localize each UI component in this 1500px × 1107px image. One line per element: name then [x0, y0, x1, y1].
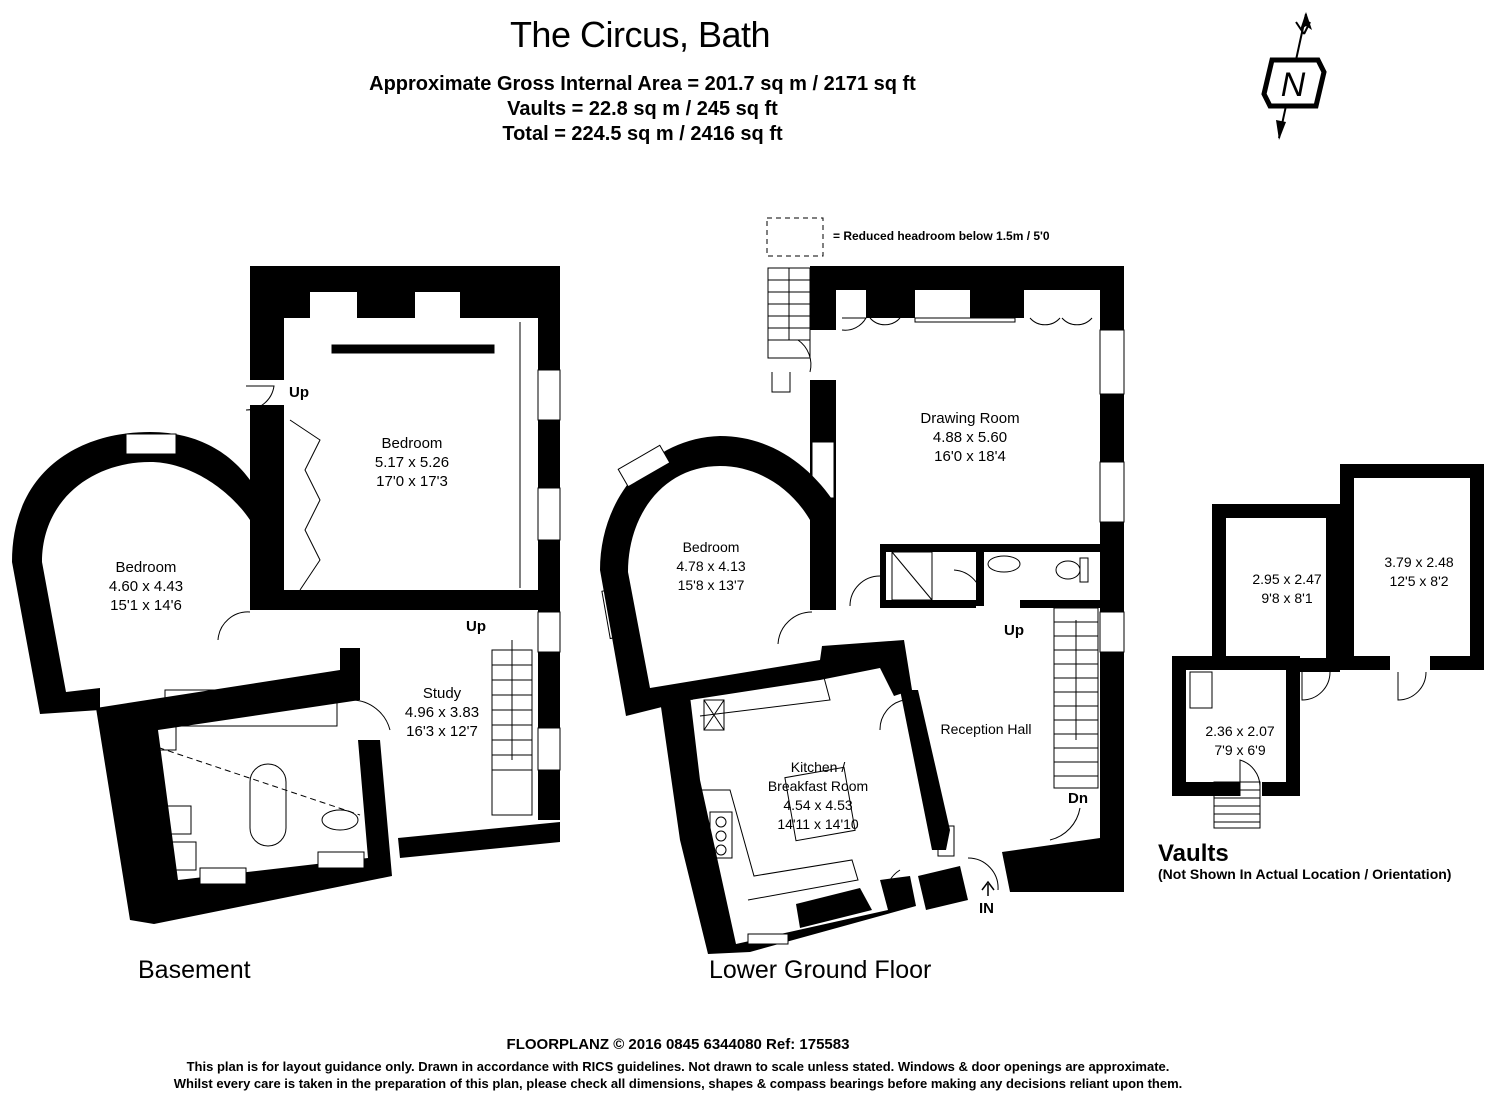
vault-a-label: 2.95 x 2.47 9'8 x 8'1	[1252, 570, 1321, 608]
vaults-subtitle: (Not Shown In Actual Location / Orientat…	[1158, 866, 1452, 882]
room-imperial: 9'8 x 8'1	[1261, 590, 1313, 606]
footer-disclaimer-2: Whilst every care is taken in the prepar…	[173, 1076, 1183, 1091]
area-summary: Approximate Gross Internal Area = 201.7 …	[0, 72, 1285, 147]
room-metric: 2.36 x 2.07	[1205, 723, 1275, 739]
room-metric: 4.78 x 4.13	[676, 558, 746, 574]
room-metric: 4.54 x 4.53	[783, 797, 853, 813]
room-imperial: 12'5 x 8'2	[1389, 573, 1449, 589]
room-name: Reception Hall	[940, 721, 1032, 737]
vaults-area: Vaults = 22.8 sq m / 245 sq ft	[507, 98, 778, 120]
room-metric: 2.95 x 2.47	[1252, 571, 1322, 587]
reception-hall-label: Reception Hall	[940, 720, 1031, 739]
drawing-room-label: Drawing Room 4.88 x 5.60 16'0 x 18'4	[920, 409, 1019, 466]
basement-bedroom-round-label: Bedroom 4.60 x 4.43 15'1 x 14'6	[109, 558, 183, 615]
basement-study-label: Study 4.96 x 3.83 16'3 x 12'7	[405, 684, 479, 741]
room-imperial: 15'1 x 14'6	[110, 597, 182, 614]
room-name: Study	[422, 685, 462, 702]
basement-fittings	[119, 322, 533, 871]
room-imperial: 7'9 x 6'9	[1214, 742, 1266, 758]
room-imperial: 16'0 x 18'4	[934, 448, 1006, 465]
footer-company: FLOORPLANZ © 2016 0845 6344080 Ref: 1755…	[506, 1036, 850, 1053]
room-imperial: 14'11 x 14'10	[777, 816, 859, 832]
total-area: Total = 224.5 sq m / 2416 sq ft	[502, 123, 783, 145]
basement-bedroom-main-label: Bedroom 5.17 x 5.26 17'0 x 17'3	[375, 434, 449, 491]
room-imperial: 17'0 x 17'3	[376, 473, 448, 490]
room-metric: 4.60 x 4.43	[108, 578, 184, 595]
plan-title: The Circus, Bath	[509, 14, 771, 55]
room-metric: 4.88 x 5.60	[932, 429, 1008, 446]
room-imperial: 15'8 x 13'7	[677, 577, 745, 593]
basement-floor-label: Basement	[138, 956, 251, 984]
lower-ground-plan	[600, 266, 1125, 954]
room-name: Bedroom	[115, 559, 177, 576]
room-metric: 4.96 x 3.83	[404, 704, 480, 721]
lower-ground-floor-label: Lower Ground Floor	[709, 956, 932, 984]
lower-ground-bedroom-label: Bedroom 4.78 x 4.13 15'8 x 13'7	[676, 538, 745, 595]
room-name: Bedroom	[682, 539, 740, 555]
vaults-plan	[1172, 464, 1484, 796]
legend-text: = Reduced headroom below 1.5m / 5'0	[833, 229, 1050, 243]
lower-ground-stair-down: Dn	[1068, 790, 1088, 807]
room-name: Drawing Room	[920, 410, 1020, 427]
room-name-1: Kitchen /	[790, 759, 846, 775]
lower-ground-fittings	[601, 267, 1099, 901]
entrance-label: IN	[979, 900, 994, 917]
gross-area: Approximate Gross Internal Area = 201.7 …	[369, 73, 916, 95]
basement-stair-up-1: Up	[289, 384, 309, 401]
compass-letter: N	[1281, 66, 1306, 104]
room-imperial: 16'3 x 12'7	[406, 723, 478, 740]
room-name: Bedroom	[381, 435, 443, 452]
room-metric: 3.79 x 2.48	[1384, 554, 1454, 570]
vaults-title: Vaults	[1158, 840, 1229, 867]
reduced-headroom-legend-box	[766, 217, 824, 257]
vault-c-label: 2.36 x 2.07 7'9 x 6'9	[1205, 722, 1274, 760]
basement-stair-up-2: Up	[466, 618, 486, 635]
room-metric: 5.17 x 5.26	[374, 454, 450, 471]
vaults-fittings	[1173, 671, 1427, 829]
vault-b-label: 3.79 x 2.48 12'5 x 8'2	[1384, 553, 1453, 591]
north-arrow-icon: N	[1261, 12, 1327, 140]
footer-disclaimer-1: This plan is for layout guidance only. D…	[186, 1059, 1170, 1074]
room-name-2: Breakfast Room	[767, 778, 869, 794]
kitchen-label: Kitchen / Breakfast Room 4.54 x 4.53 14'…	[768, 758, 868, 834]
lower-ground-stair-up: Up	[1004, 622, 1024, 639]
